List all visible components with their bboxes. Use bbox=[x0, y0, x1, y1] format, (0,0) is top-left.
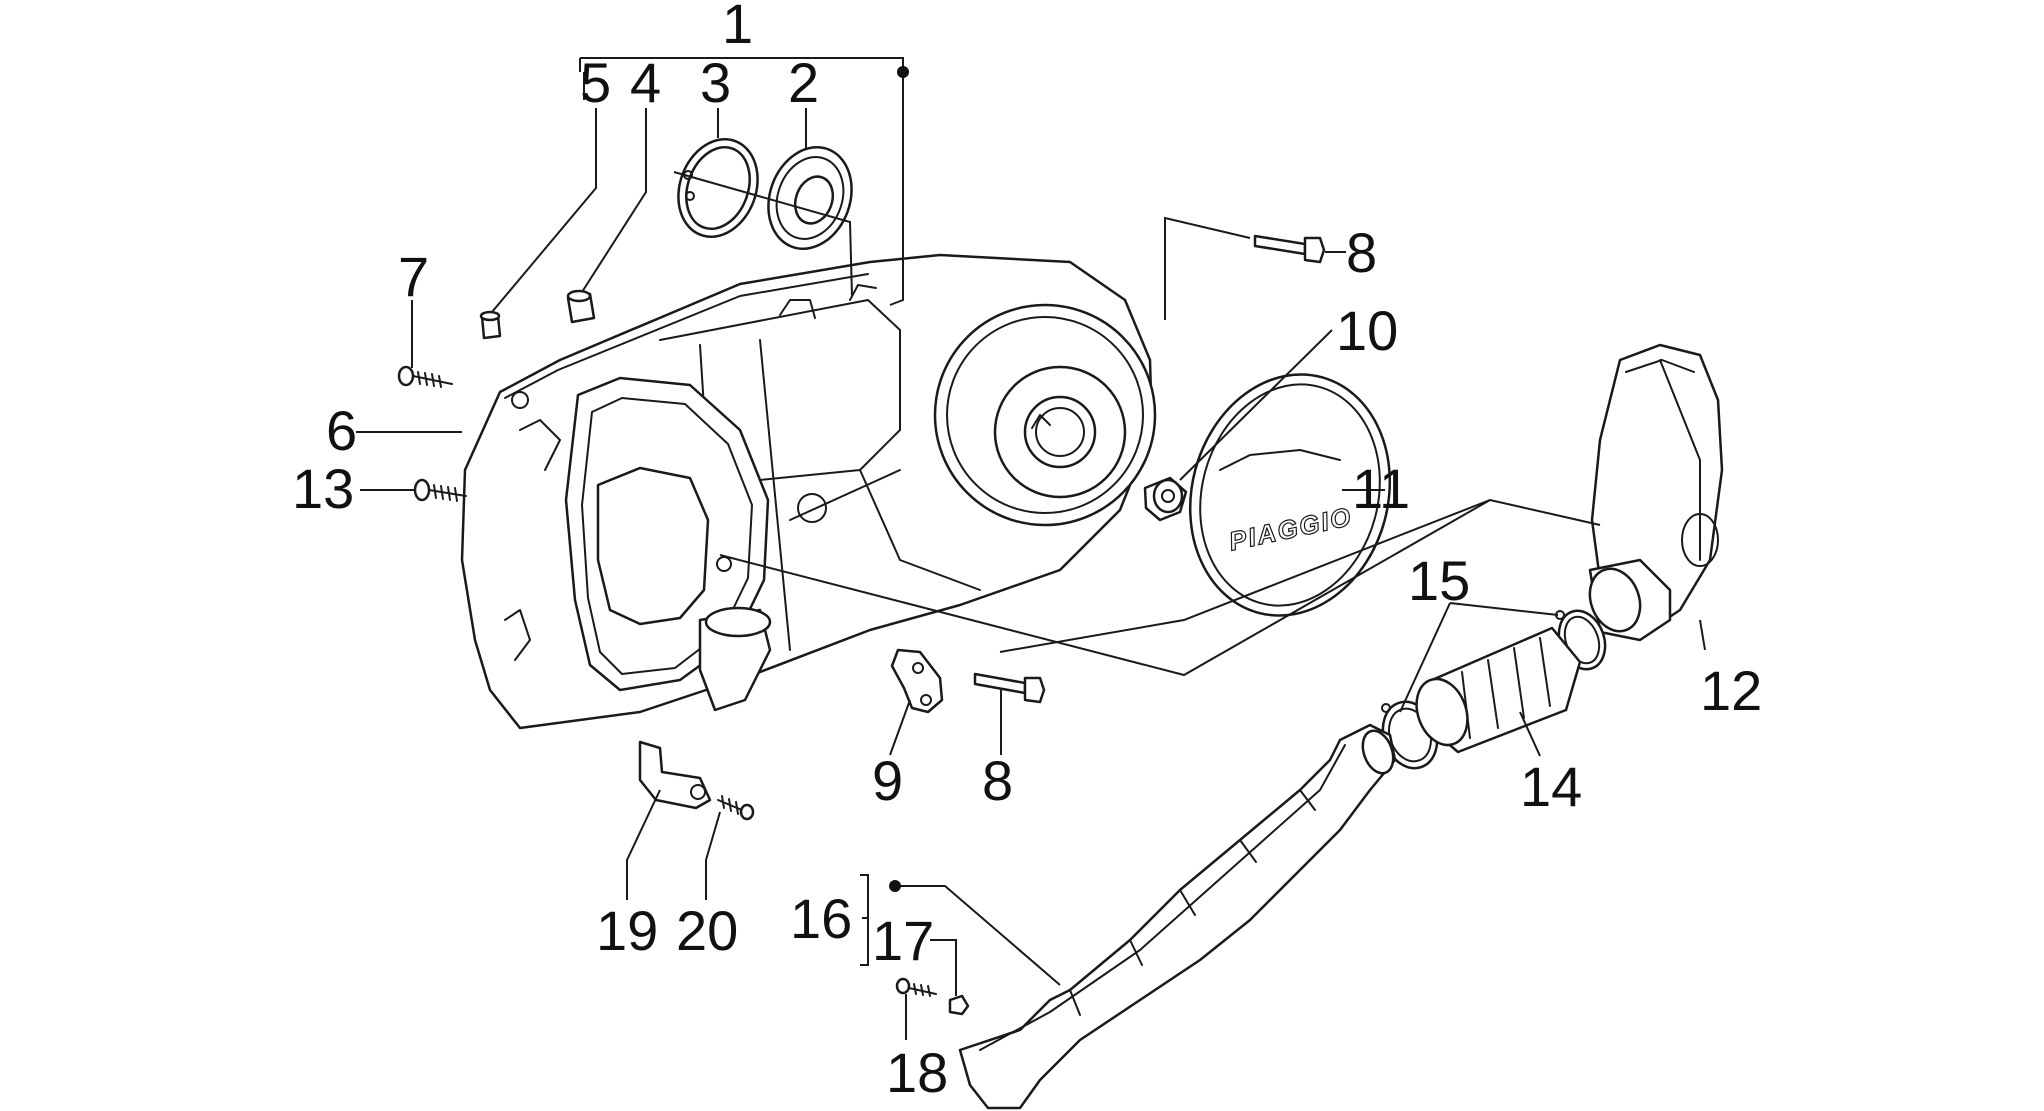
callout-8-bottom: 8 bbox=[982, 749, 1013, 812]
bracket-part-9 bbox=[890, 648, 944, 714]
bushing-part-4 bbox=[566, 289, 596, 324]
circlip-part-3 bbox=[677, 138, 759, 238]
callout-18: 18 bbox=[886, 1041, 948, 1104]
callout-6: 6 bbox=[326, 399, 357, 462]
screw-part-7 bbox=[397, 365, 453, 388]
bolt-part-8-bottom bbox=[973, 672, 1046, 704]
callout-2: 2 bbox=[788, 51, 819, 114]
callout-11: 11 bbox=[1352, 457, 1410, 520]
screw-part-13 bbox=[413, 478, 467, 502]
bearing-part-2 bbox=[767, 146, 853, 250]
callout-8-top: 8 bbox=[1346, 221, 1377, 284]
callout-20: 20 bbox=[676, 899, 738, 962]
callout-19: 19 bbox=[596, 899, 658, 962]
callout-17: 17 bbox=[872, 909, 934, 972]
callout-1: 1 bbox=[722, 0, 753, 55]
screw-part-20 bbox=[717, 795, 755, 821]
cap-part-10 bbox=[1143, 476, 1188, 522]
nut-part-17 bbox=[948, 994, 970, 1016]
bushing-part-5 bbox=[479, 310, 502, 340]
air-intake-part-12 bbox=[1588, 343, 1724, 642]
callout-16: 16 bbox=[790, 887, 852, 950]
callout-9: 9 bbox=[872, 749, 903, 812]
intake-duct-part-16 bbox=[958, 723, 1397, 1110]
callout-15: 15 bbox=[1408, 549, 1470, 612]
leader-lines bbox=[356, 57, 1706, 1040]
callout-7: 7 bbox=[398, 245, 429, 308]
clip-bracket-part-19 bbox=[638, 740, 712, 810]
sleeve-part-14 bbox=[1415, 626, 1582, 754]
callout-10: 10 bbox=[1336, 299, 1398, 362]
callout-labels: 1 2 3 4 5 6 7 8 8 9 10 11 12 13 14 15 16… bbox=[292, 0, 1762, 1104]
callout-4: 4 bbox=[630, 51, 661, 114]
callout-13: 13 bbox=[292, 457, 354, 520]
callout-14: 14 bbox=[1520, 755, 1582, 818]
logo-cover-part-11: PIAGGIO bbox=[1188, 373, 1392, 617]
screw-part-18 bbox=[895, 977, 937, 997]
callout-12: 12 bbox=[1700, 659, 1762, 722]
transmission-cover-part bbox=[460, 253, 1157, 730]
callout-5: 5 bbox=[580, 51, 611, 114]
callout-3: 3 bbox=[700, 51, 731, 114]
bolt-part-8-top bbox=[1253, 234, 1326, 264]
